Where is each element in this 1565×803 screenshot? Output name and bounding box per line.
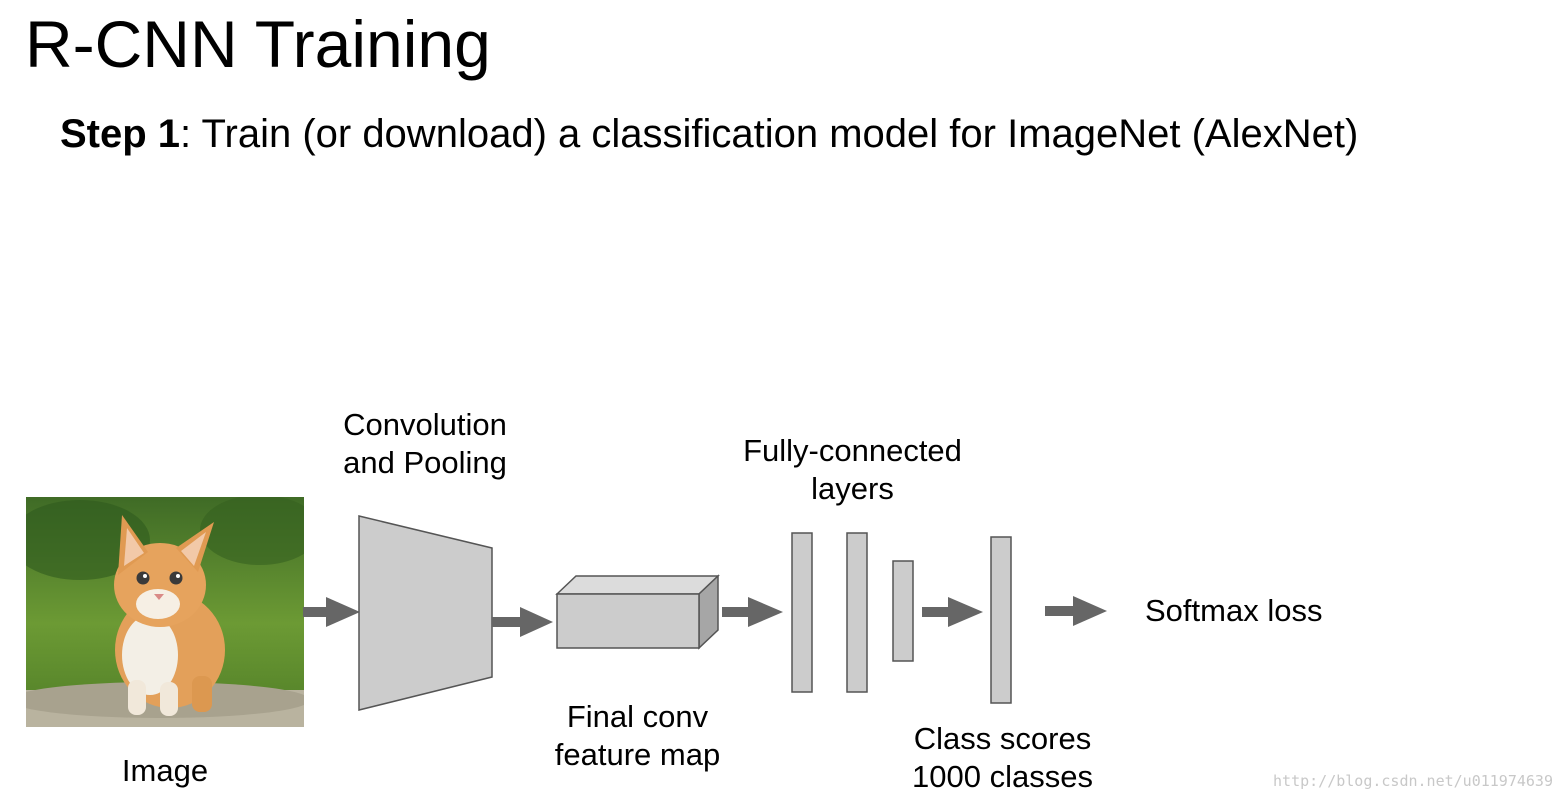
label-class-scores: Class scores 1000 classes bbox=[880, 720, 1125, 796]
label-line: 1000 classes bbox=[912, 759, 1093, 794]
step-description: : Train (or download) a classification m… bbox=[180, 112, 1359, 156]
label-line: and Pooling bbox=[343, 445, 507, 480]
label-fully-connected: Fully-connected layers bbox=[715, 432, 990, 508]
step-label: Step 1 bbox=[60, 112, 181, 156]
label-line: feature map bbox=[554, 737, 721, 772]
final-conv-feature-map-block bbox=[555, 574, 720, 650]
label-line: layers bbox=[811, 471, 894, 506]
fc-layer-2 bbox=[846, 532, 868, 693]
watermark-url: http://blog.csdn.net/u011974639 bbox=[1273, 772, 1553, 790]
fc-layer-3 bbox=[892, 560, 914, 662]
fc-layer-1 bbox=[791, 532, 813, 693]
arrow-to-softmax bbox=[1045, 596, 1107, 626]
label-line: Convolution bbox=[343, 407, 507, 442]
slide-title: R-CNN Training bbox=[25, 7, 491, 81]
arrow-featuremap-to-fc bbox=[722, 597, 783, 627]
label-line: Class scores bbox=[913, 721, 1092, 756]
label-softmax-loss: Softmax loss bbox=[1145, 593, 1323, 628]
arrow-image-to-conv bbox=[303, 597, 360, 627]
label-image: Image bbox=[121, 753, 209, 788]
label-line: Fully-connected bbox=[743, 433, 962, 468]
label-convolution-pooling: Convolution and Pooling bbox=[315, 406, 535, 482]
label-line: Final conv bbox=[566, 699, 709, 734]
convolution-pooling-block bbox=[358, 515, 493, 711]
kitten-image bbox=[26, 497, 304, 727]
arrow-fc-to-class-scores bbox=[922, 597, 983, 627]
arrow-conv-to-featuremap bbox=[492, 607, 553, 637]
class-scores-layer bbox=[990, 536, 1012, 704]
slide-subtitle: Step 1: Train (or download) a classifica… bbox=[60, 110, 1358, 158]
label-final-conv-feature-map: Final conv feature map bbox=[530, 698, 745, 774]
